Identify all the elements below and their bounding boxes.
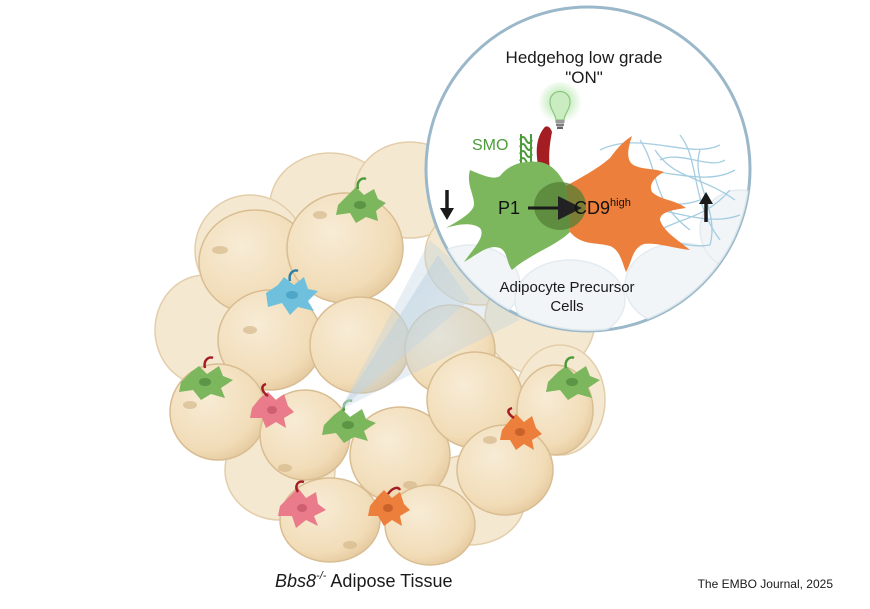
tissue-genotype-superscript: -/-	[316, 570, 327, 582]
precursor-cell-green	[336, 177, 386, 223]
cell-group-label-line2: Cells	[550, 298, 583, 315]
cd9-precursor-cell	[566, 136, 690, 272]
precursor-cell-blue	[266, 269, 318, 315]
zoom-inset: Hedgehog low grade "ON" SMO	[424, 5, 752, 333]
magnification-cone	[340, 255, 470, 410]
cd9-label-main: CD9	[574, 198, 610, 218]
smo-receptor-coil	[519, 134, 533, 166]
lightbulb-icon	[538, 82, 582, 129]
zoom-title-line1: Hedgehog low grade	[506, 48, 663, 67]
p1-precursor-cell	[446, 161, 570, 270]
cell-group-label-line1: Adipocyte Precursor	[499, 279, 634, 296]
tissue-label: Bbs8-/- Adipose Tissue	[275, 570, 453, 591]
cd9-label-superscript: high	[610, 197, 631, 209]
zoom-title-line2: "ON"	[565, 68, 603, 87]
precursor-cell-orange	[500, 406, 542, 450]
precursor-cells	[179, 177, 600, 528]
precursor-cell-orange	[368, 486, 410, 526]
tissue-label-text: Adipose Tissue	[326, 571, 452, 591]
adipose-tissue-cluster	[154, 141, 606, 566]
adipocyte	[456, 424, 554, 516]
tissue-genotype: Bbs8	[275, 571, 316, 591]
precursor-cell-green	[179, 356, 233, 400]
smo-label: SMO	[472, 137, 508, 154]
precursor-cell-pink	[278, 480, 326, 528]
precursor-cell-green	[546, 356, 600, 400]
p1-label: P1	[498, 198, 520, 218]
down-arrow-icon	[440, 190, 454, 220]
cd9-label: CD9high	[574, 197, 631, 218]
up-arrow-icon	[699, 192, 713, 222]
precursor-cell-pink	[250, 382, 294, 428]
citation: The EMBO Journal, 2025	[698, 577, 834, 591]
adipocyte-nuclei	[183, 211, 497, 549]
